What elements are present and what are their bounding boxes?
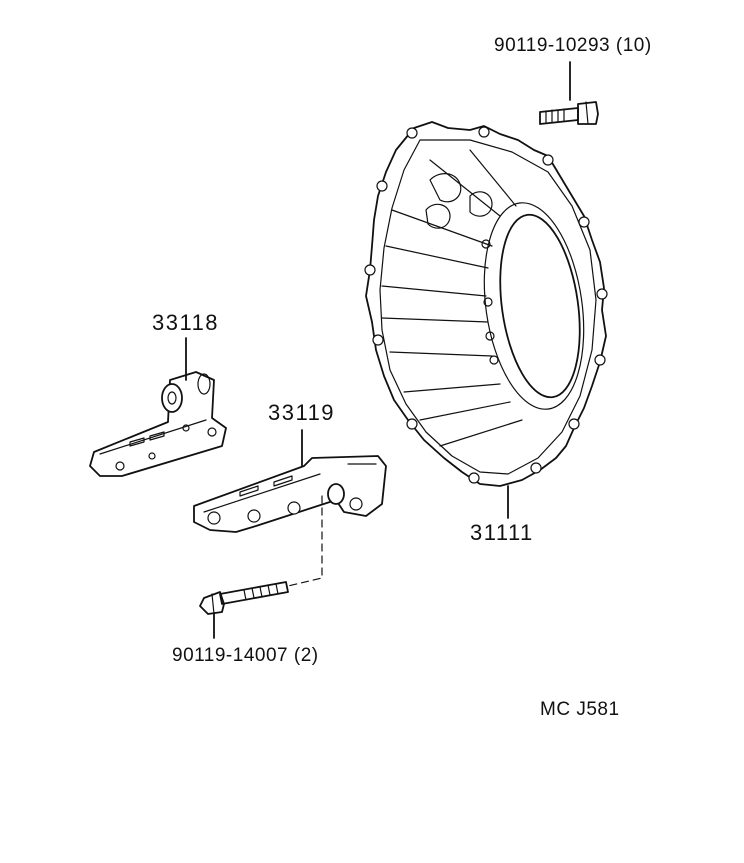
part-qty: (10) <box>615 35 652 56</box>
part-label-31111: 31111 <box>470 520 534 545</box>
part-label-bolt-bottom: 90119-14007 (2) <box>172 646 319 665</box>
part-label-33118: 33118 <box>152 310 220 335</box>
part-number: 90119-14007 <box>172 645 289 666</box>
bracket-33119 <box>193 455 387 533</box>
part-label-33119: 33119 <box>268 400 336 425</box>
clutch-housing-31111 <box>364 121 608 487</box>
part-number: 90119-10293 <box>494 35 611 56</box>
figure-code: MC J581 <box>540 699 620 720</box>
part-label-bolt-top: 90119-10293 (10) <box>494 36 652 55</box>
bolt-90119-14007 <box>199 581 289 615</box>
assembly-dashed-line <box>287 495 323 587</box>
bracket-33118 <box>89 371 227 477</box>
part-qty: (2) <box>293 645 319 666</box>
bolt-90119-10293 <box>539 101 599 125</box>
